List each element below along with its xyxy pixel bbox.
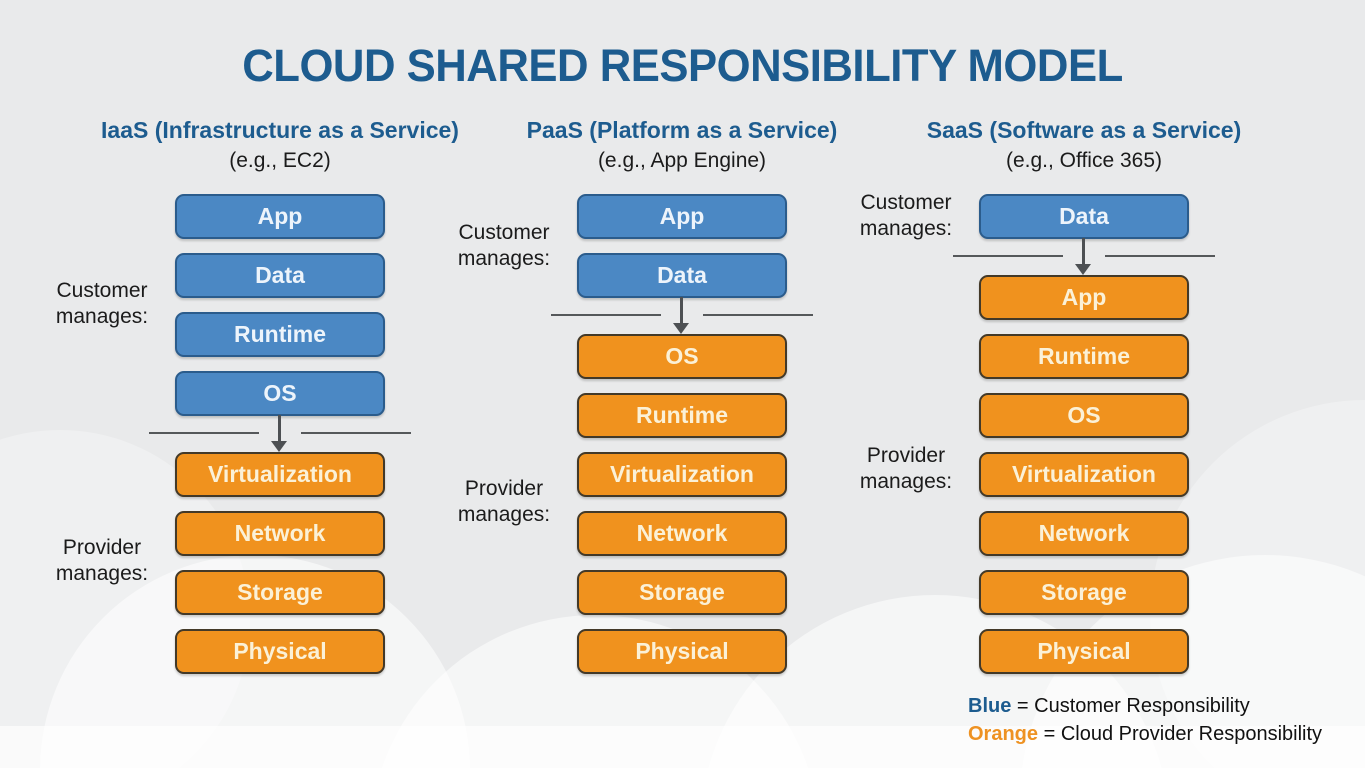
arrow-down-icon — [680, 297, 683, 324]
iaas-box-runtime: Runtime — [175, 312, 385, 357]
legend-term-orange: Orange — [968, 723, 1039, 745]
iaas-responsibility-divider — [149, 415, 411, 452]
column-title-paas: PaaS (Platform as a Service) — [526, 117, 838, 143]
saas-provider-manages-label: Provider manages: — [859, 444, 953, 493]
divider-line-left — [551, 314, 661, 316]
saas-box-network: Network — [979, 511, 1189, 556]
arrow-head-icon — [673, 323, 689, 334]
saas-box-app: App — [979, 275, 1189, 320]
arrow-head-icon — [1075, 264, 1091, 275]
column-title-saas: SaaS (Software as a Service) — [926, 117, 1242, 143]
legend: Blue = Customer Responsibility Orange = … — [968, 692, 1322, 748]
saas-customer-manages-label: Customer manages: — [859, 191, 953, 240]
paas-box-storage: Storage — [577, 570, 787, 615]
paas-box-os: OS — [577, 334, 787, 379]
saas-responsibility-divider — [953, 238, 1215, 275]
iaas-box-physical: Physical — [175, 629, 385, 674]
legend-definition-orange: = Cloud Provider Responsibility — [1043, 723, 1323, 745]
column-subtitle-paas: (e.g., App Engine) — [597, 149, 767, 172]
arrow-head-icon — [271, 441, 287, 452]
divider-line-right — [1105, 255, 1215, 257]
legend-row-orange: Orange = Cloud Provider Responsibility — [968, 720, 1322, 748]
paas-box-physical: Physical — [577, 629, 787, 674]
iaas-box-os: OS — [175, 371, 385, 416]
paas-provider-manages-label: Provider manages: — [457, 477, 551, 526]
iaas-customer-manages-label: Customer manages: — [55, 279, 149, 328]
column-subtitle-iaas: (e.g., EC2) — [229, 149, 331, 172]
cloud-band — [0, 726, 1365, 768]
legend-row-blue: Blue = Customer Responsibility — [968, 692, 1322, 720]
saas-box-os: OS — [979, 393, 1189, 438]
legend-term-blue: Blue — [968, 695, 1012, 717]
saas-box-runtime: Runtime — [979, 334, 1189, 379]
saas-box-data: Data — [979, 194, 1189, 239]
iaas-box-network: Network — [175, 511, 385, 556]
paas-box-runtime: Runtime — [577, 393, 787, 438]
legend-definition-blue: = Customer Responsibility — [1016, 695, 1250, 717]
saas-box-virtualization: Virtualization — [979, 452, 1189, 497]
paas-box-network: Network — [577, 511, 787, 556]
paas-box-app: App — [577, 194, 787, 239]
saas-box-storage: Storage — [979, 570, 1189, 615]
paas-customer-manages-label: Customer manages: — [457, 221, 551, 270]
divider-line-right — [703, 314, 813, 316]
page-title: CLOUD SHARED RESPONSIBILITY MODEL — [242, 40, 1123, 91]
paas-responsibility-divider — [551, 297, 813, 334]
iaas-box-data: Data — [175, 253, 385, 298]
iaas-box-virtualization: Virtualization — [175, 452, 385, 497]
divider-line-right — [301, 432, 411, 434]
iaas-box-app: App — [175, 194, 385, 239]
divider-line-left — [149, 432, 259, 434]
iaas-box-storage: Storage — [175, 570, 385, 615]
column-subtitle-saas: (e.g., Office 365) — [1005, 149, 1163, 172]
arrow-down-icon — [278, 415, 281, 442]
paas-box-data: Data — [577, 253, 787, 298]
divider-line-left — [953, 255, 1063, 257]
column-title-iaas: IaaS (Infrastructure as a Service) — [101, 117, 459, 143]
arrow-down-icon — [1082, 238, 1085, 265]
paas-box-virtualization: Virtualization — [577, 452, 787, 497]
saas-box-physical: Physical — [979, 629, 1189, 674]
iaas-provider-manages-label: Provider manages: — [55, 536, 149, 585]
